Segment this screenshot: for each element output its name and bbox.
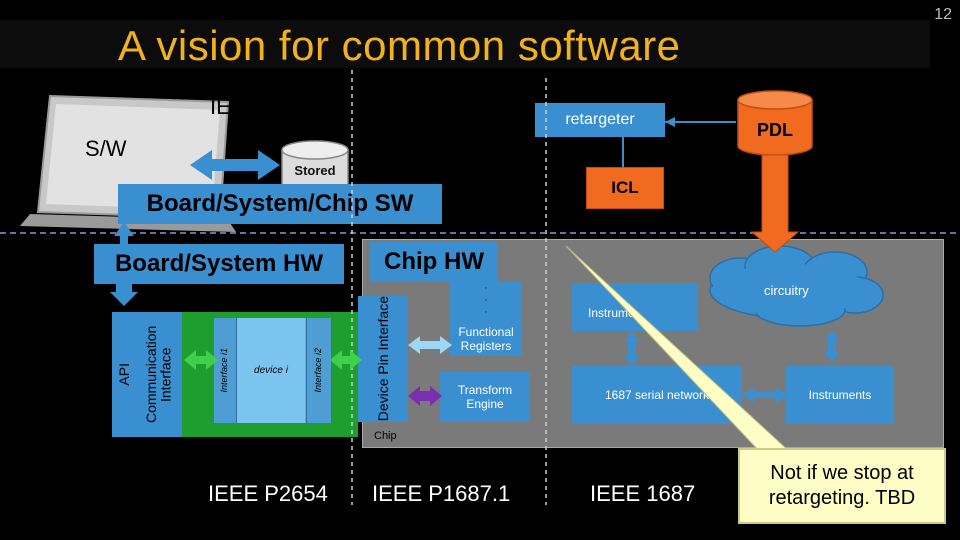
api-box: API <box>112 312 136 437</box>
functional-registers-box: Functional Registers <box>450 322 522 356</box>
ieee-p1687-1-label: IEEE P1687.1 <box>372 481 511 506</box>
serial-network-box: 1687 serial network <box>572 366 742 424</box>
device-pin-interface-box: Device Pin Interface <box>358 296 408 422</box>
chip-hw-label: Chip HW <box>384 248 484 275</box>
device-i-box: device i <box>237 318 305 423</box>
serial-network-label: 1687 serial network <box>604 388 710 402</box>
board-system-hw-box: Board/System HW <box>94 244 344 284</box>
communication-interface-label: Communication Interface <box>143 325 174 424</box>
ieee-1687-label: IEEE 1687 <box>590 481 696 506</box>
ieee-p2654-top-label: IEEE P2654 <box>210 94 330 119</box>
device-i-label: device i <box>254 365 288 376</box>
communication-interface-box: Communication Interface <box>136 312 182 437</box>
stored-label: Stored <box>294 163 336 178</box>
icl-box: ICL <box>586 167 664 209</box>
ellipsis-dots: · · · <box>484 282 488 318</box>
callout-text: Not if we stop at retargeting. TBD <box>768 462 916 509</box>
interface-i1-box: Interface i1 <box>214 318 237 423</box>
callout-note: Not if we stop at retargeting. TBD <box>738 448 946 524</box>
interface-i1-label: Interface i1 <box>219 348 230 393</box>
board-system-chip-sw-label: Board/System/Chip SW <box>146 190 414 217</box>
slide-number: 12 <box>934 6 952 23</box>
circuitry-label: circuitry <box>764 283 809 298</box>
page-title: A vision for common software <box>118 22 681 69</box>
pdl-label: PDL <box>757 120 793 140</box>
retargeter-label: retargeter <box>565 111 635 128</box>
title-band <box>0 20 930 68</box>
sw-label: S/W <box>85 136 127 161</box>
transform-engine-label: Transform Engine <box>457 382 513 411</box>
functional-registers-label: Functional Registers <box>458 324 514 353</box>
instruments-box: Instruments <box>786 366 894 424</box>
instruments-label: Instruments <box>808 388 872 402</box>
transform-engine-box: Transform Engine <box>440 372 530 422</box>
ieee-p2654-bottom-label: IEEE P2654 <box>208 481 328 506</box>
functional-column <box>450 282 522 356</box>
icl-label: ICL <box>611 178 639 197</box>
chip-hw-box: Chip HW <box>370 242 498 282</box>
chip-label: Chip <box>374 430 397 442</box>
interface-i2-label: Interface i2 <box>313 348 324 393</box>
board-system-hw-label: Board/System HW <box>114 250 324 277</box>
api-label: API <box>115 363 132 386</box>
interface-i2-box: Interface i2 <box>306 318 331 423</box>
retargeter-box: retargeter <box>535 103 665 137</box>
instrument-top-label: Instrume <box>588 306 635 320</box>
device-pin-interface-label: Device Pin Interface <box>374 296 391 422</box>
board-system-chip-sw-box: Board/System/Chip SW <box>118 184 442 224</box>
